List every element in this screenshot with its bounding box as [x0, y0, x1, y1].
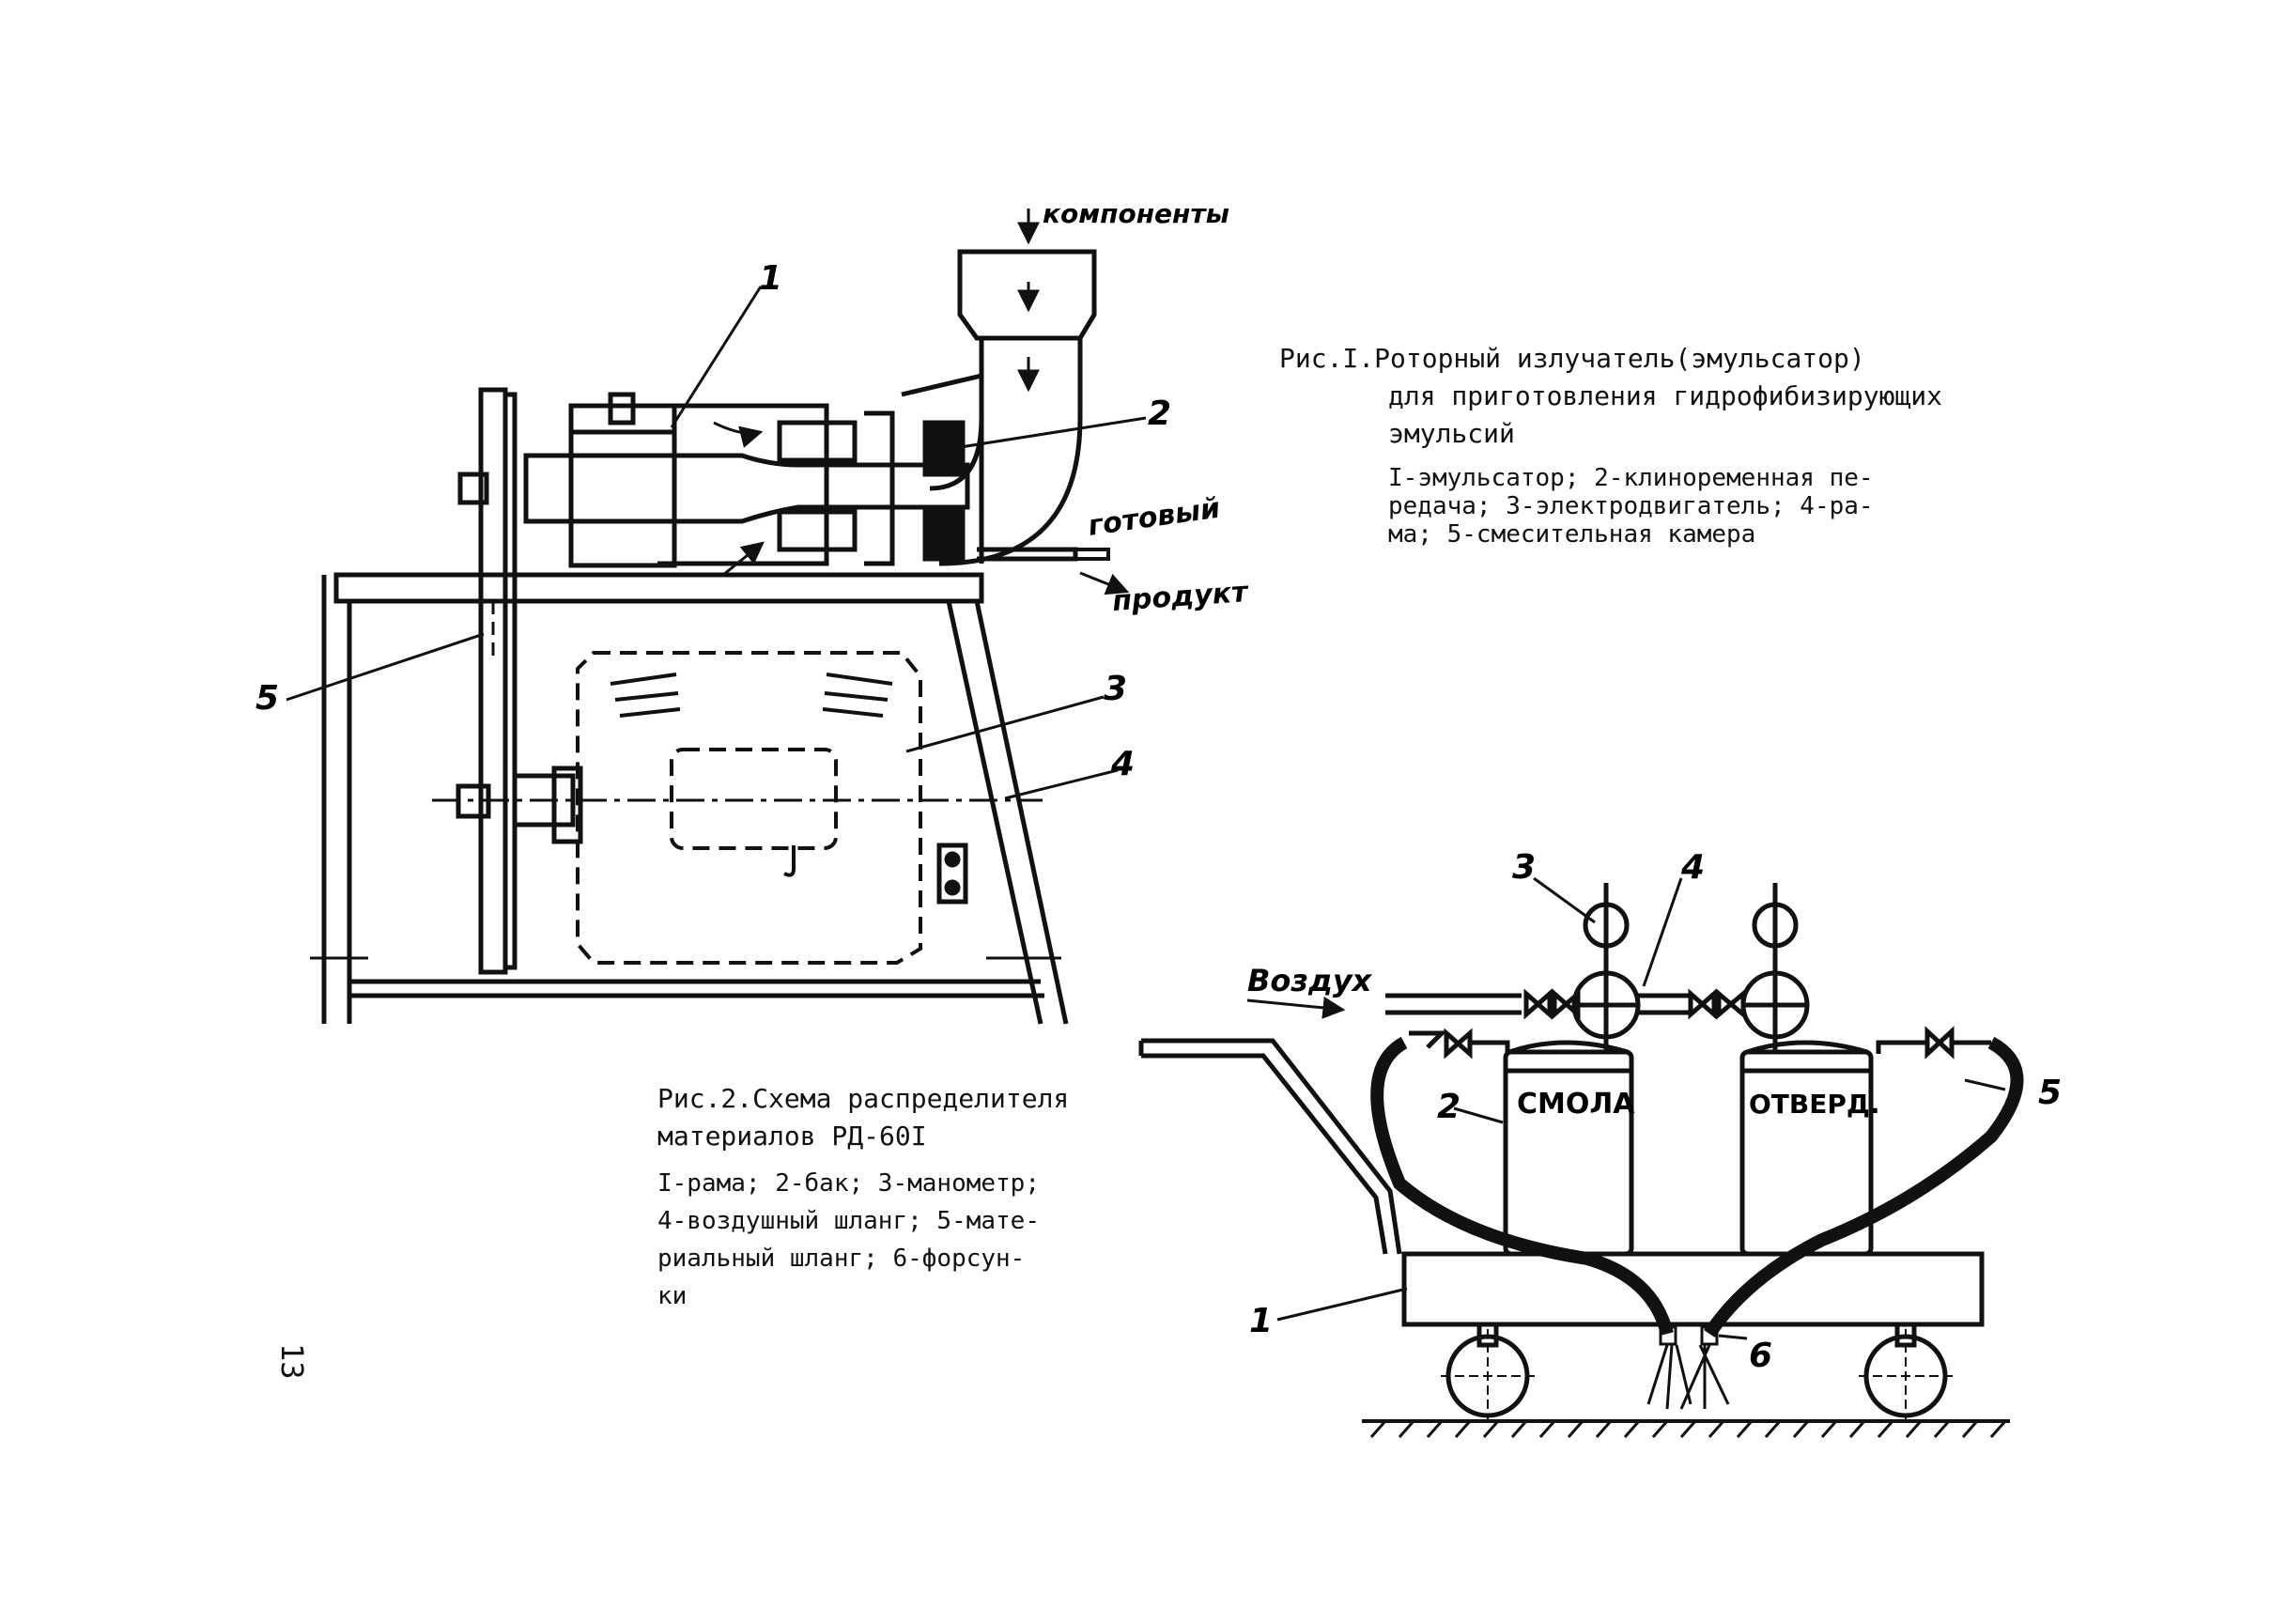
figure2-title-line1: Рис.2.Схема распределителя — [657, 1083, 1070, 1114]
figure2-legend-line4: ки — [657, 1282, 688, 1310]
figure2-leaders — [1276, 876, 2006, 1340]
figure1-title-line3: эмульсий — [1388, 418, 1515, 449]
hose-right — [1704, 1036, 2024, 1338]
fig1-callout-3: 3 — [1104, 670, 1127, 708]
figure2-legend: I-рама; 2-бак; 3-манометр; 4-воздушный ш… — [657, 1165, 1069, 1315]
label-components: компоненты — [1043, 198, 1229, 229]
page-number: 13 — [274, 1343, 310, 1380]
figure2-drawing — [1138, 876, 2024, 1438]
fig2-callout-5: 5 — [2038, 1074, 2062, 1112]
tank-label-hardener: ОТВЕРД. — [1749, 1089, 1879, 1120]
nozzles — [1646, 1325, 1730, 1410]
tank-label-resin: СМОЛА — [1517, 1088, 1635, 1121]
motor-vents — [610, 673, 893, 718]
fig1-callout-5: 5 — [255, 679, 279, 718]
fig2-callout-3: 3 — [1512, 848, 1536, 887]
emulsifier — [457, 372, 984, 568]
label-ready: готовый — [1086, 492, 1222, 543]
fig1-callout-4: 4 — [1110, 745, 1135, 783]
figure1-caption: Рис.I.Роторный излучатель(эмульсатор) дл… — [1279, 340, 1942, 549]
hose-left — [1370, 1036, 1674, 1336]
label-product: продукт — [1111, 576, 1250, 618]
fig1-callout-2: 2 — [1148, 394, 1171, 433]
fig2-callout-1: 1 — [1249, 1302, 1273, 1340]
cart-wheels — [1441, 1322, 1953, 1423]
figure2-legend-line2: 4-воздушный шланг; 5-мате- — [657, 1207, 1040, 1235]
hopper — [929, 249, 1110, 566]
figure2-caption: Рис.2.Схема распределителя материалов РД… — [657, 1080, 1069, 1315]
figure1-title-line1: Рис.I.Роторный излучатель(эмульсатор) — [1279, 343, 1865, 374]
frame — [310, 572, 1069, 1025]
figure1-leaders — [286, 286, 1147, 800]
figure1-legend-line1: I-эмульсатор; 2-клиноременная пе- — [1388, 464, 1874, 492]
fig2-callout-6: 6 — [1749, 1337, 1772, 1375]
figure1-title-line2: для приготовления гидрофибизирующих — [1388, 380, 1943, 411]
tank-resin — [1503, 1040, 1634, 1257]
fig2-callout-2: 2 — [1437, 1088, 1461, 1126]
belt-drive — [478, 387, 518, 975]
motor-shaft — [432, 766, 1043, 905]
cart-handle — [1138, 1038, 1402, 1255]
figure1-legend-line2: редача; 3-электродвигатель; 4-ра- — [1388, 492, 1874, 520]
cart-platform — [1401, 1251, 1985, 1327]
figure1-legend: I-эмульсатор; 2-клиноременная пе- редача… — [1279, 464, 1942, 549]
gauges-valves — [1385, 883, 1991, 1059]
figure1-drawing — [286, 209, 1147, 1025]
label-air: Воздух — [1247, 963, 1373, 998]
figure2-title-line2: материалов РД-60I — [657, 1121, 927, 1152]
fig2-callout-4: 4 — [1680, 848, 1705, 887]
figure1-legend-line3: ма; 5-смесительная камера — [1388, 520, 1756, 549]
fig1-callout-1: 1 — [759, 259, 782, 298]
ground — [1362, 1419, 2010, 1438]
figure2-legend-line3: риальный шланг; 6-форсун- — [657, 1245, 1026, 1273]
figure2-legend-line1: I-рама; 2-бак; 3-манометр; — [657, 1169, 1040, 1198]
